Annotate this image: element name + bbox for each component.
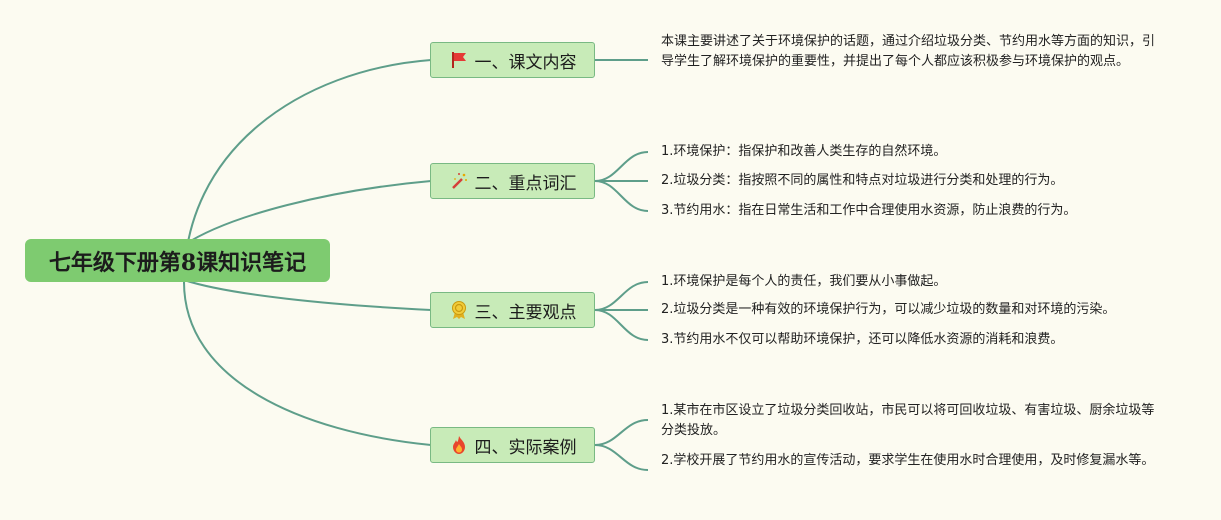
branch-topic-main-viewpoints[interactable]: 三、主要观点 — [430, 292, 595, 328]
leaf-case-2[interactable]: 2.学校开展了节约用水的宣传活动，要求学生在使用水时合理使用，及时修复漏水等。 — [661, 453, 1155, 468]
branch-title: 四、实际案例 — [474, 437, 577, 458]
root-to-branch-1 — [183, 59, 432, 285]
leaf-vocab-3[interactable]: 3.节约用水：指在日常生活和工作中合理使用水资源，防止浪费的行为。 — [661, 203, 1077, 218]
branch-title: 一、课文内容 — [474, 52, 577, 73]
leaf-viewpoint-2[interactable]: 2.垃圾分类是一种有效的环境保护行为，可以减少垃圾的数量和对环境的污染。 — [661, 302, 1116, 317]
root-to-branch-2 — [183, 180, 432, 246]
root-to-branch-3 — [183, 279, 432, 311]
fire-icon — [449, 435, 469, 455]
branch-4-to-leaf-2 — [594, 444, 649, 471]
leaf-vocab-1[interactable]: 1.环境保护：指保护和改善人类生存的自然环境。 — [661, 144, 947, 159]
branch-3-to-leaf-3 — [594, 309, 649, 341]
magic-wand-icon — [449, 171, 469, 191]
branch-topic-practical-cases[interactable]: 四、实际案例 — [430, 427, 595, 463]
red-flag-icon — [449, 50, 469, 70]
branch-topic-key-vocabulary[interactable]: 二、重点词汇 — [430, 163, 595, 199]
branch-topic-course-content[interactable]: 一、课文内容 — [430, 42, 595, 78]
branch-3-to-leaf-1 — [594, 281, 649, 311]
leaf-viewpoint-1[interactable]: 1.环境保护是每个人的责任，我们要从小事做起。 — [661, 274, 947, 289]
branch-2-to-leaf-3 — [594, 180, 649, 212]
branch-2-to-leaf-1 — [594, 151, 649, 182]
root-to-branch-4 — [183, 281, 432, 446]
branch-title: 三、主要观点 — [474, 302, 577, 323]
branch-title: 二、重点词汇 — [474, 173, 577, 194]
root-topic[interactable]: 七年级下册第8课知识笔记 — [25, 239, 330, 282]
leaf-course-summary[interactable]: 本课主要讲述了关于环境保护的话题，通过介绍垃圾分类、节约用水等方面的知识，引导学… — [661, 34, 1156, 69]
leaf-viewpoint-3[interactable]: 3.节约用水不仅可以帮助环境保护，还可以降低水资源的消耗和浪费。 — [661, 332, 1064, 347]
leaf-vocab-2[interactable]: 2.垃圾分类：指按照不同的属性和特点对垃圾进行分类和处理的行为。 — [661, 173, 1064, 188]
branch-4-to-leaf-1 — [594, 419, 649, 446]
award-medal-icon — [449, 300, 469, 320]
leaf-case-1[interactable]: 1.某市在市区设立了垃圾分类回收站，市民可以将可回收垃圾、有害垃圾、厨余垃圾等分… — [661, 403, 1155, 438]
